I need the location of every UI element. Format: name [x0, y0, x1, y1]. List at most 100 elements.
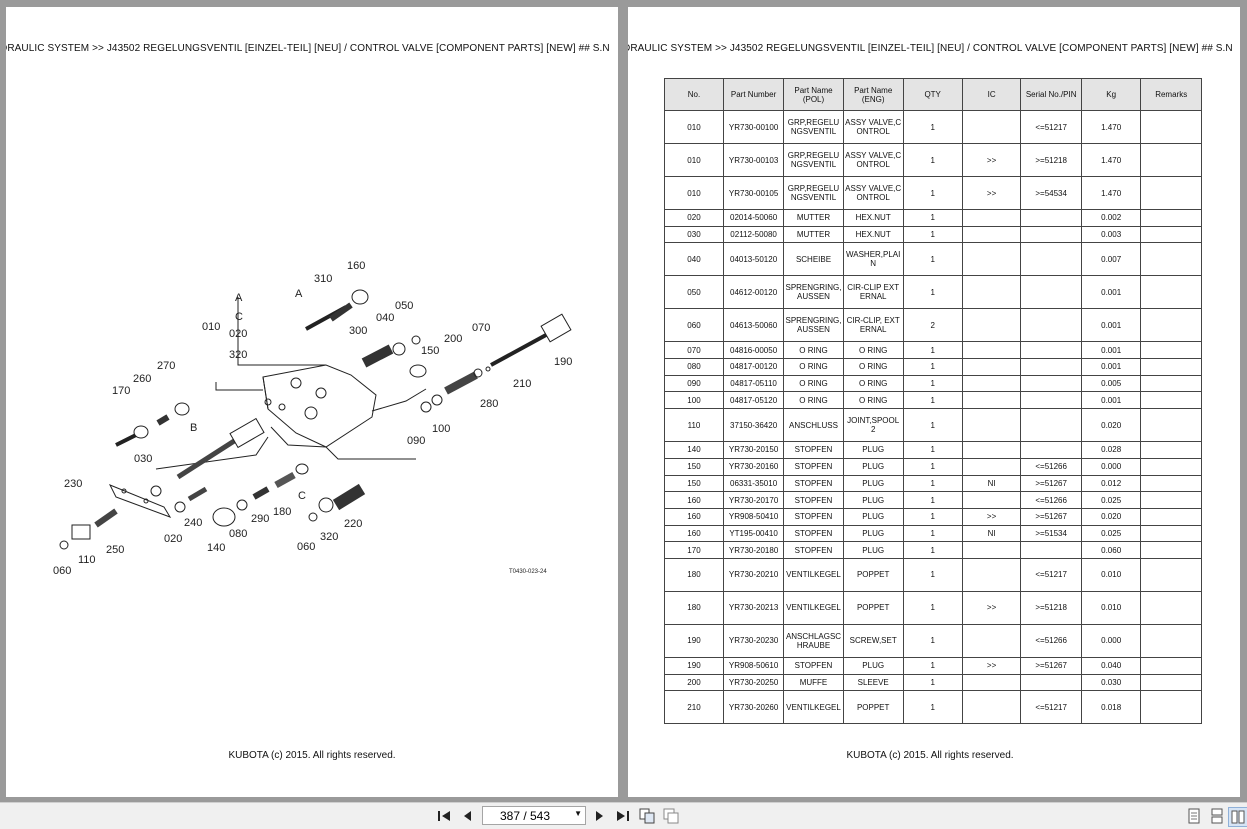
table-cell: VENTILKEGEL: [783, 690, 844, 725]
table-cell: [1140, 491, 1202, 509]
table-cell: STOPFEN: [783, 656, 844, 675]
table-cell: [1140, 275, 1202, 310]
table-cell: 030: [664, 225, 724, 244]
table-cell: STOPFEN: [783, 457, 844, 476]
table-cell: >=51267: [1020, 507, 1082, 526]
table-cell: [961, 541, 1022, 559]
column-header: IC: [961, 78, 1022, 111]
copy-icon[interactable]: [638, 807, 656, 825]
right-page: DRAULIC SYSTEM >> J43502 REGELUNGSVENTIL…: [628, 7, 1240, 797]
table-cell: [961, 491, 1022, 509]
table-cell: PLUG: [842, 541, 904, 559]
chevron-down-icon[interactable]: ▼: [574, 809, 582, 818]
table-cell: POPPET: [842, 557, 904, 592]
callout-label: A: [295, 288, 303, 300]
page-number-input[interactable]: [485, 807, 565, 825]
table-cell: 150: [664, 457, 724, 476]
callout-label: 260: [133, 373, 151, 385]
table-cell: [961, 673, 1022, 692]
table-cell: 180: [664, 590, 724, 625]
table-cell: ANSCHLUSS: [783, 408, 844, 443]
callout-label: 060: [53, 565, 71, 577]
table-cell: 1: [902, 391, 963, 410]
table-cell: 06331-35010: [722, 474, 785, 493]
prev-page-icon[interactable]: [458, 807, 476, 825]
table-cell: <=51217: [1020, 690, 1082, 725]
callout-labels: 160 310 A 050 040 300 150 200 070 190 21…: [53, 260, 572, 577]
table-cell: 160: [664, 507, 724, 526]
table-cell: YR730-20160: [722, 457, 785, 476]
table-cell: JOINT,SPOOL 2: [842, 408, 904, 443]
compare-icon[interactable]: [662, 807, 680, 825]
table-cell: 070: [664, 341, 724, 360]
table-cell: 04816-00050: [722, 341, 785, 360]
two-page-icon[interactable]: [1228, 807, 1247, 827]
callout-label: 160: [347, 260, 365, 272]
table-cell: [1140, 623, 1202, 658]
table-cell: 04612-00120: [722, 275, 785, 310]
table-cell: [1140, 308, 1202, 343]
table-cell: [1020, 441, 1082, 459]
table-cell: >=51218: [1020, 590, 1082, 625]
continuous-icon[interactable]: [1208, 807, 1226, 825]
table-cell: 040: [664, 242, 724, 277]
table-cell: 1.470: [1080, 176, 1142, 210]
table-cell: [1140, 673, 1202, 692]
table-cell: 0.020: [1080, 408, 1142, 443]
table-cell: [1140, 408, 1202, 443]
table-cell: 0.003: [1080, 225, 1142, 244]
table-cell: 010: [664, 110, 724, 144]
table-cell: 04817-05110: [722, 374, 785, 393]
table-cell: 190: [664, 623, 724, 658]
table-cell: YR730-20213: [722, 590, 785, 625]
table-cell: 04613-50060: [722, 308, 785, 343]
table-cell: YR908-50410: [722, 507, 785, 526]
table-cell: [1140, 374, 1202, 393]
table-cell: 1: [902, 358, 963, 376]
table-cell: 1: [902, 143, 963, 177]
table-cell: [1020, 341, 1082, 360]
table-cell: 0.012: [1080, 474, 1142, 493]
last-page-icon[interactable]: [613, 807, 631, 825]
table-cell: 090: [664, 374, 724, 393]
table-cell: [1140, 656, 1202, 675]
table-cell: >>: [961, 590, 1022, 625]
table-cell: >=51534: [1020, 524, 1082, 543]
first-page-icon[interactable]: [436, 807, 454, 825]
table-cell: <=51266: [1020, 491, 1082, 509]
table-cell: 1: [902, 474, 963, 493]
table-cell: POPPET: [842, 590, 904, 625]
table-cell: [961, 441, 1022, 459]
callout-label: 240: [184, 517, 202, 529]
table-cell: SCHEIBE: [783, 242, 844, 277]
single-page-icon[interactable]: [1185, 807, 1203, 825]
next-page-icon[interactable]: [591, 807, 609, 825]
table-cell: <=51217: [1020, 110, 1082, 144]
table-cell: STOPFEN: [783, 441, 844, 459]
table-cell: MUTTER: [783, 209, 844, 227]
table-cell: [961, 457, 1022, 476]
page-header: DRAULIC SYSTEM >> J43502 REGELUNGSVENTIL…: [628, 43, 1233, 54]
page-number-field[interactable]: ▼: [482, 806, 586, 825]
table-cell: [1140, 242, 1202, 277]
callout-label: A: [235, 292, 243, 304]
table-cell: 0.010: [1080, 557, 1142, 592]
column-header: Serial No./PIN: [1020, 78, 1082, 111]
page-header: DRAULIC SYSTEM >> J43502 REGELUNGSVENTIL…: [6, 43, 610, 54]
callout-label: C: [298, 490, 306, 502]
callout-label: 280: [480, 398, 498, 410]
table-cell: [961, 557, 1022, 592]
table-cell: YR730-20150: [722, 441, 785, 459]
table-cell: YR730-20250: [722, 673, 785, 692]
